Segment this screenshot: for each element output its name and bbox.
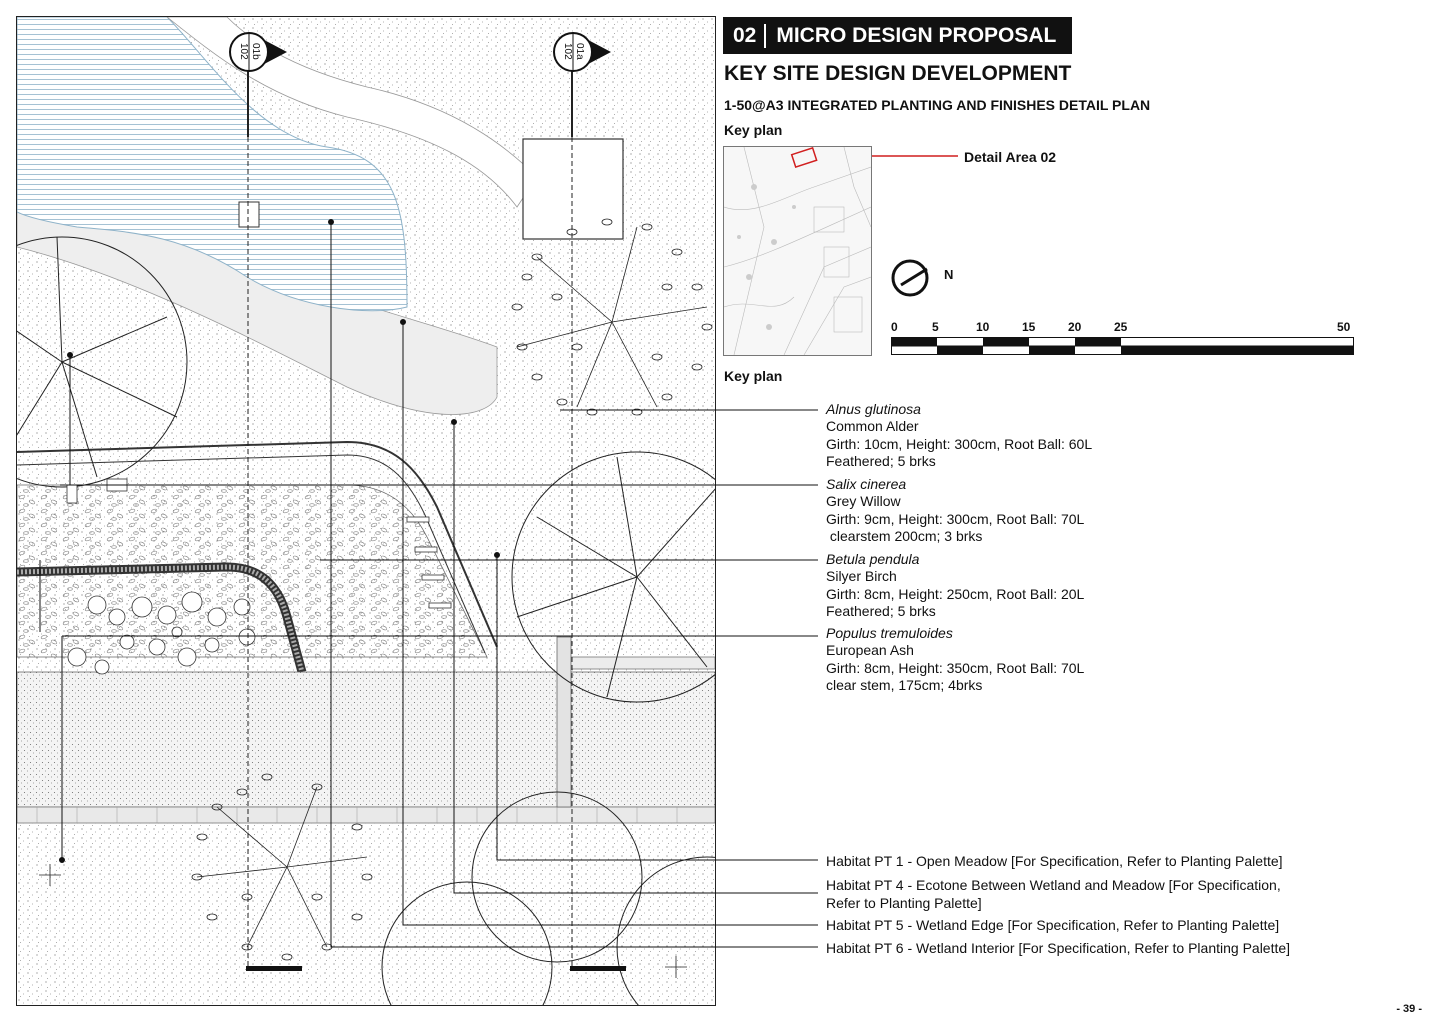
plant-entry-betula: Betula pendula Silyer Birch Girth: 8cm, … — [826, 551, 1084, 621]
plant-common-name: Grey Willow — [826, 493, 901, 510]
section-marker-01a[interactable]: 01a 102 — [551, 32, 611, 72]
section-title: MICRO DESIGN PROPOSAL — [776, 23, 1057, 47]
habitat-label: Habitat PT 5 - Wetland Edge [For Specifi… — [826, 917, 1280, 933]
key-plan-svg — [724, 147, 871, 355]
viewing-platform — [522, 138, 624, 240]
section-badge: 02 MICRO DESIGN PROPOSAL — [723, 17, 1073, 54]
north-arrow-icon — [891, 257, 941, 304]
scale-bar — [891, 337, 1355, 362]
habitat-label: Habitat PT 6 - Wetland Interior [For Spe… — [826, 940, 1291, 956]
plant-form: Feathered; 5 brks — [826, 603, 936, 620]
plant-latin-name: Populus tremuloides — [826, 625, 953, 641]
habitat-label: Habitat PT 4 - Ecotone Between Wetland a… — [826, 877, 1281, 893]
habitat-pt1: Habitat PT 1 - Open Meadow [For Specific… — [826, 853, 1283, 871]
plant-form: clearstem 200cm; 3 brks — [826, 528, 983, 545]
habitat-label-cont: Refer to Planting Palette] — [826, 894, 982, 911]
scale-tick-5: 5 — [932, 320, 939, 334]
page-title: KEY SITE DESIGN DEVELOPMENT — [724, 62, 1072, 85]
scale-tick-25: 25 — [1114, 320, 1128, 334]
survey-crosshairs — [39, 864, 687, 978]
shrub-bed — [67, 591, 256, 675]
scale-tick-20: 20 — [1068, 320, 1082, 334]
plant-spec: Girth: 9cm, Height: 300cm, Root Ball: 70… — [826, 510, 1085, 527]
vertical-path-strip — [556, 636, 572, 808]
north-label: N — [944, 267, 954, 282]
plant-form: Feathered; 5 brks — [826, 453, 936, 470]
plant-spec: Girth: 8cm, Height: 250cm, Root Ball: 20… — [826, 585, 1085, 602]
plant-latin-name: Alnus glutinosa — [826, 401, 921, 417]
scale-tick-15: 15 — [1022, 320, 1036, 334]
section-end-01a — [570, 966, 626, 971]
section-number: 02 — [733, 23, 767, 48]
key-plan-label-bottom: Key plan — [724, 368, 783, 384]
edge-strip — [570, 656, 715, 670]
paving-strip — [17, 806, 715, 824]
page-number: - 39 - — [1396, 1003, 1422, 1015]
plant-latin-name: Salix cinerea — [826, 476, 907, 492]
plant-form: clear stem, 175cm; 4brks — [826, 677, 983, 694]
plant-entry-populus: Populus tremuloides European Ash Girth: … — [826, 625, 1084, 695]
plan-svg — [17, 17, 715, 1005]
plant-common-name: Silyer Birch — [826, 568, 897, 585]
detail-area-highlight — [790, 147, 818, 169]
habitat-pt4: Habitat PT 4 - Ecotone Between Wetland a… — [826, 877, 1281, 912]
scale-tick-0: 0 — [891, 320, 898, 334]
section-end-01b — [246, 966, 302, 971]
detail-plan-drawing: 01b 102 01a 102 — [16, 16, 716, 1006]
section-ref: 01b — [250, 43, 261, 60]
section-sheet: 102 — [562, 43, 573, 60]
plant-latin-name: Betula pendula — [826, 551, 920, 567]
plant-spec: Girth: 8cm, Height: 350cm, Root Ball: 70… — [826, 659, 1085, 676]
section-marker-01b[interactable]: 01b 102 — [227, 32, 287, 72]
section-sheet: 102 — [238, 43, 249, 60]
plant-entry-alnus: Alnus glutinosa Common Alder Girth: 10cm… — [826, 401, 1092, 471]
page-subtitle: 1-50@A3 INTEGRATED PLANTING AND FINISHES… — [724, 97, 1151, 113]
paved-band — [17, 671, 715, 808]
section-marker-symbol — [553, 32, 611, 72]
scale-tick-10: 10 — [976, 320, 990, 334]
habitat-pt5: Habitat PT 5 - Wetland Edge [For Specifi… — [826, 917, 1279, 935]
detail-area-label: Detail Area 02 — [964, 149, 1057, 165]
alder-tree-bottom — [191, 773, 373, 961]
dark-bench-inner — [17, 564, 305, 673]
plant-common-name: European Ash — [826, 642, 914, 659]
habitat-pt6: Habitat PT 6 - Wetland Interior [For Spe… — [826, 940, 1290, 958]
section-marker-symbol — [229, 32, 287, 72]
habitat-label: Habitat PT 1 - Open Meadow [For Specific… — [826, 853, 1283, 869]
small-structure — [238, 201, 260, 228]
plant-common-name: Common Alder — [826, 418, 919, 435]
tree-canopy-left — [17, 236, 188, 488]
scale-tick-50: 50 — [1337, 320, 1351, 334]
section-ref: 01a — [574, 43, 585, 60]
key-plan-map[interactable] — [723, 146, 872, 356]
plant-entry-salix: Salix cinerea Grey Willow Girth: 9cm, He… — [826, 476, 1084, 546]
plant-spec: Girth: 10cm, Height: 300cm, Root Ball: 6… — [826, 435, 1093, 452]
key-plan-label-top: Key plan — [724, 122, 783, 138]
